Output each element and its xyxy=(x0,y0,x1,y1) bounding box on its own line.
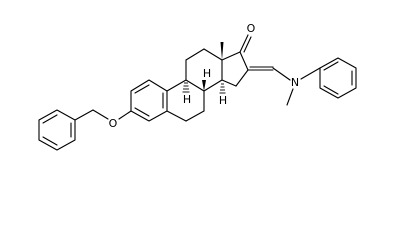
benzyl-phenyl-ring xyxy=(38,109,76,151)
ch-n-bond xyxy=(272,67,291,81)
enamine-double-bond xyxy=(247,66,274,71)
n-methyl-bond xyxy=(286,88,294,106)
h-c9-stereo: H xyxy=(182,82,191,106)
ketone-carbonyl: O xyxy=(239,22,256,53)
nitrogen-label: N xyxy=(291,76,299,89)
ether-bond-ring xyxy=(118,110,132,120)
structure-drawing: O O N xyxy=(38,22,357,151)
h-c8-label: H xyxy=(203,67,211,80)
aromatic-a-ring xyxy=(130,79,168,122)
h-c14-stereo: H xyxy=(219,83,227,107)
ether-oxygen-label: O xyxy=(109,117,118,130)
ether-oxygen: O xyxy=(109,117,118,130)
angular-methyl-wedge xyxy=(220,42,224,60)
h-c9-label: H xyxy=(183,93,191,106)
n-phenyl-ring xyxy=(319,57,357,99)
b-ring-bonds xyxy=(166,79,205,122)
c-ring-bonds xyxy=(185,48,223,92)
d-ring-bonds xyxy=(221,51,249,87)
molecule-svg: O O N xyxy=(38,22,357,151)
benzyl-ch2-bonds xyxy=(74,109,109,121)
h-c8-stereo: H xyxy=(202,67,211,91)
n-phenyl-bond xyxy=(300,67,321,80)
ketone-oxygen-label: O xyxy=(247,22,256,35)
h-c14-label: H xyxy=(219,94,227,107)
